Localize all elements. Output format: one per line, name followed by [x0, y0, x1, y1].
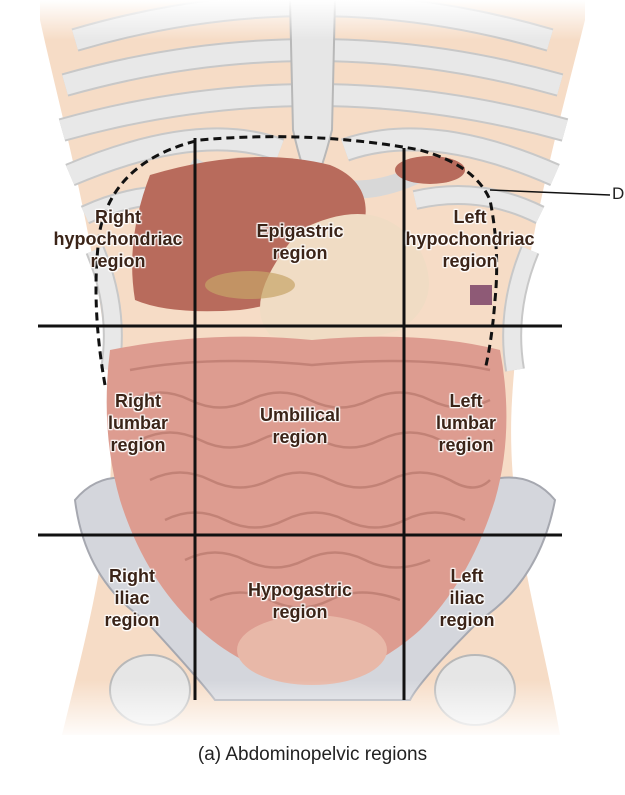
label-umbilical: Umbilical region [259, 405, 341, 447]
diaphragm-leader-line [489, 189, 611, 196]
figure-caption: (a) Abdominopelvic regions [197, 744, 428, 765]
label-right-hypochondriac: Right hypochondriac region [53, 207, 183, 271]
stomach [260, 214, 429, 342]
diaphragm-label: D [612, 184, 625, 203]
label-right-lumbar: Right lumbar region [107, 391, 168, 455]
gallbladder [205, 271, 295, 299]
bottom-fade [0, 680, 625, 740]
kidney-left [470, 285, 492, 305]
label-left-lumbar: Left lumbar region [435, 391, 496, 455]
label-right-iliac: Right iliac region [104, 566, 160, 630]
label-left-iliac: Left iliac region [439, 566, 495, 630]
label-hypogastric: Hypogastric region [247, 580, 353, 622]
top-fade [0, 0, 625, 40]
bladder [237, 615, 387, 685]
intestine-folds [129, 359, 496, 609]
label-epigastric: Epigastric region [256, 221, 344, 263]
region-grid [38, 138, 562, 700]
spleen [395, 156, 465, 184]
diaphragm-outline [94, 135, 499, 386]
intestines [106, 336, 507, 680]
label-left-hypochondriac: Left hypochondriac region [405, 207, 535, 271]
